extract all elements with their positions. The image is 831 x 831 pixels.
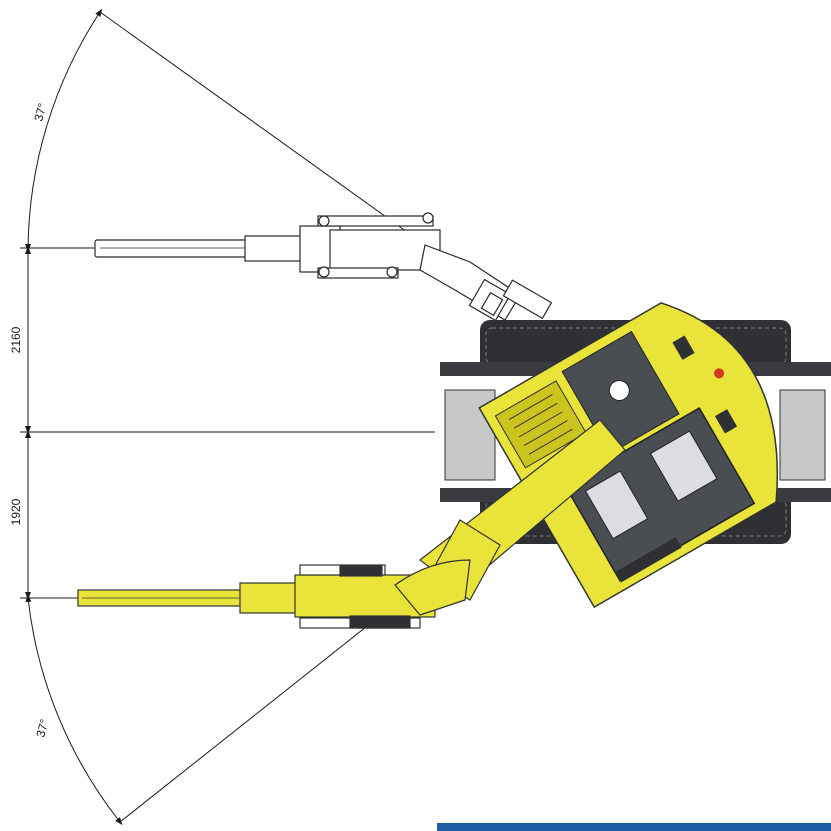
lower-offset-label: 1920	[9, 498, 23, 525]
lower-angle-arc	[25, 594, 123, 826]
upper-angle-arc	[25, 8, 103, 252]
dimension-lines	[20, 8, 436, 826]
lower-angle-label: 37°	[33, 717, 51, 738]
upper-offset-label: 2160	[9, 326, 23, 353]
lower-sweep-line	[119, 599, 401, 823]
cabin	[564, 407, 756, 583]
footer-bar	[437, 823, 831, 831]
upper-sweep-line	[99, 11, 436, 253]
upper-angle-label: 37°	[31, 101, 49, 122]
lower-boom-yellow	[77, 419, 626, 629]
upper-boom-outline	[94, 212, 553, 322]
